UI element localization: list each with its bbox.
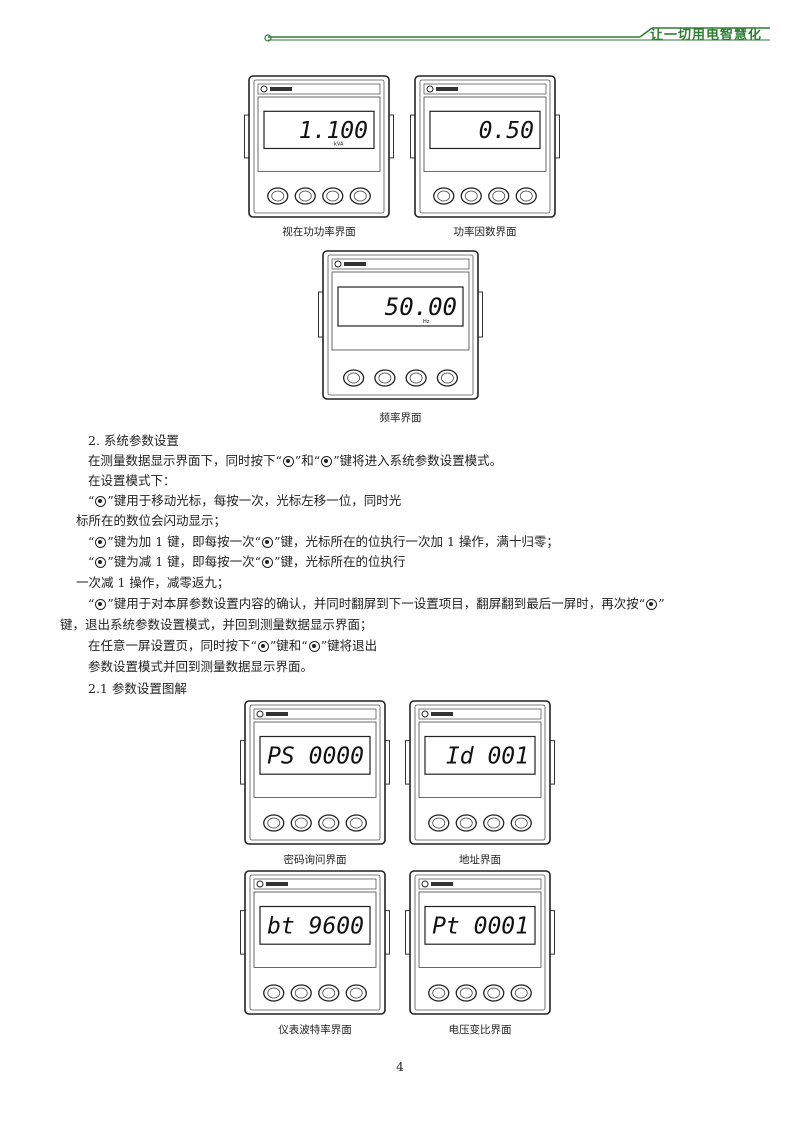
meter-password: PS 0000 [240, 700, 390, 845]
paragraph-up-key: “”键为加 1 键，即每按一次“”键，光标所在的位执行一次加 1 操作，满十归零… [88, 534, 559, 549]
down-key-icon[interactable] [318, 814, 340, 832]
brand-logo-icon [256, 880, 264, 888]
paragraph-left-key: “”键用于移动光标，每按一次，光标左移一位，同时光 [88, 493, 402, 508]
paragraph-down-key-cont: 一次减 1 操作，减零返九； [76, 575, 230, 590]
caption-apparent-power: 视在功功率界面 [282, 226, 356, 238]
paragraph-left-key-cont: 标所在的数位会闪动显示； [76, 513, 227, 528]
left-key-icon[interactable] [428, 984, 450, 1002]
down-key-icon[interactable] [405, 369, 427, 387]
lcd-reading: Id 001 [446, 744, 529, 770]
caption-baud: 仪表波特率界面 [278, 1024, 352, 1036]
lcd-reading: Pt 0001 [432, 914, 529, 940]
meter-pt-drawing: Pt 0001 [405, 870, 555, 1015]
enter-key-icon[interactable] [436, 369, 459, 387]
meter-password-drawing: PS 0000 [240, 700, 390, 845]
page-number: 4 [396, 1060, 404, 1074]
up-key-icon[interactable] [290, 814, 312, 832]
lcd-unit: kVA [334, 141, 344, 147]
up-key-icon[interactable] [294, 187, 316, 205]
brand-logo-icon [260, 85, 268, 93]
enter-key-icon[interactable] [510, 814, 532, 832]
left-key-icon [257, 641, 269, 652]
down-key-icon [262, 557, 274, 568]
paragraph-exit: 在任意一屏设置页，同时按下“”键和“”键将退出 [88, 638, 378, 653]
lcd-reading: bt 9600 [267, 914, 364, 940]
left-key-icon[interactable] [342, 369, 365, 387]
up-key-icon[interactable] [460, 187, 482, 205]
brand-logo-icon [334, 260, 342, 268]
meter-power-factor: 0.50 [410, 75, 560, 218]
left-key-icon[interactable] [263, 984, 285, 1002]
paragraph-mode-intro: 在设置模式下： [88, 473, 176, 488]
up-key-icon[interactable] [290, 984, 312, 1002]
left-key-icon [282, 456, 294, 467]
caption-pt: 电压变比界面 [448, 1024, 512, 1036]
up-key-icon [95, 537, 107, 548]
header-slogan: 让一切用电智慧化 [649, 28, 762, 43]
brand-logo-icon [421, 880, 429, 888]
page-header: 让一切用电智慧化 [0, 0, 800, 50]
enter-key-icon[interactable] [349, 187, 371, 205]
meter-baud-drawing: bt 9600 [240, 870, 390, 1015]
down-key-icon[interactable] [483, 814, 505, 832]
meter-baud: bt 9600 [240, 870, 390, 1015]
paragraph-enter-mode: 在测量数据显示界面下，同时按下“”和“”键将进入系统参数设置模式。 [88, 453, 503, 468]
down-key-icon[interactable] [488, 187, 510, 205]
left-key-icon[interactable] [263, 814, 285, 832]
enter-key-icon[interactable] [345, 984, 367, 1002]
paragraph-down-key: “”键为减 1 键，即每按一次“”键，光标所在的位执行 [88, 554, 406, 569]
enter-key-icon [95, 599, 107, 610]
up-key-icon [262, 537, 274, 548]
brand-logo-icon [426, 85, 434, 93]
enter-key-icon[interactable] [510, 984, 532, 1002]
down-key-icon [95, 557, 107, 568]
caption-address: 地址界面 [459, 854, 501, 866]
caption-frequency: 频率界面 [379, 412, 422, 424]
up-key-icon[interactable] [455, 984, 477, 1002]
section-title: 2. 系统参数设置 [88, 433, 179, 448]
paragraph-enter-key: “”键用于对本屏参数设置内容的确认，并同时翻屏到下一设置项目，翻屏翻到最后一屏时… [88, 596, 665, 611]
meter-pt: Pt 0001 [405, 870, 555, 1015]
lcd-reading: 50.00 [385, 293, 457, 321]
caption-password: 密码询问界面 [283, 854, 347, 866]
lcd-unit: Hz [423, 319, 430, 325]
lcd-reading: 0.50 [479, 118, 534, 144]
lcd-reading: 1.100 [299, 118, 368, 144]
down-key-icon[interactable] [322, 187, 344, 205]
brand-logo-icon [256, 710, 264, 718]
meter-address-drawing: Id 001 [405, 700, 555, 845]
up-key-icon[interactable] [374, 369, 396, 387]
paragraph-exit-cont: 参数设置模式并回到测量数据显示界面。 [88, 659, 314, 674]
lcd-reading: PS 0000 [267, 744, 364, 770]
caption-power-factor: 功率因数界面 [453, 226, 517, 238]
down-key-icon[interactable] [318, 984, 340, 1002]
left-key-icon [95, 496, 107, 507]
left-key-icon[interactable] [267, 187, 289, 205]
subsection-title: 2.1 参数设置图解 [88, 681, 187, 696]
brand-logo-icon [421, 710, 429, 718]
meter-address: Id 001 [405, 700, 555, 845]
left-key-icon[interactable] [433, 187, 455, 205]
paragraph-enter-key-cont: 键，退出系统参数设置模式，并回到测量数据显示界面； [60, 617, 373, 632]
left-key-icon[interactable] [428, 814, 450, 832]
down-key-icon[interactable] [483, 984, 505, 1002]
enter-key-icon[interactable] [515, 187, 537, 205]
meter-power-factor-drawing: 0.50 [410, 75, 560, 218]
enter-key-icon[interactable] [345, 814, 367, 832]
enter-key-icon [646, 599, 658, 610]
enter-key-icon [308, 641, 320, 652]
header-rule [264, 27, 770, 42]
enter-key-icon [321, 456, 333, 467]
up-key-icon[interactable] [455, 814, 477, 832]
